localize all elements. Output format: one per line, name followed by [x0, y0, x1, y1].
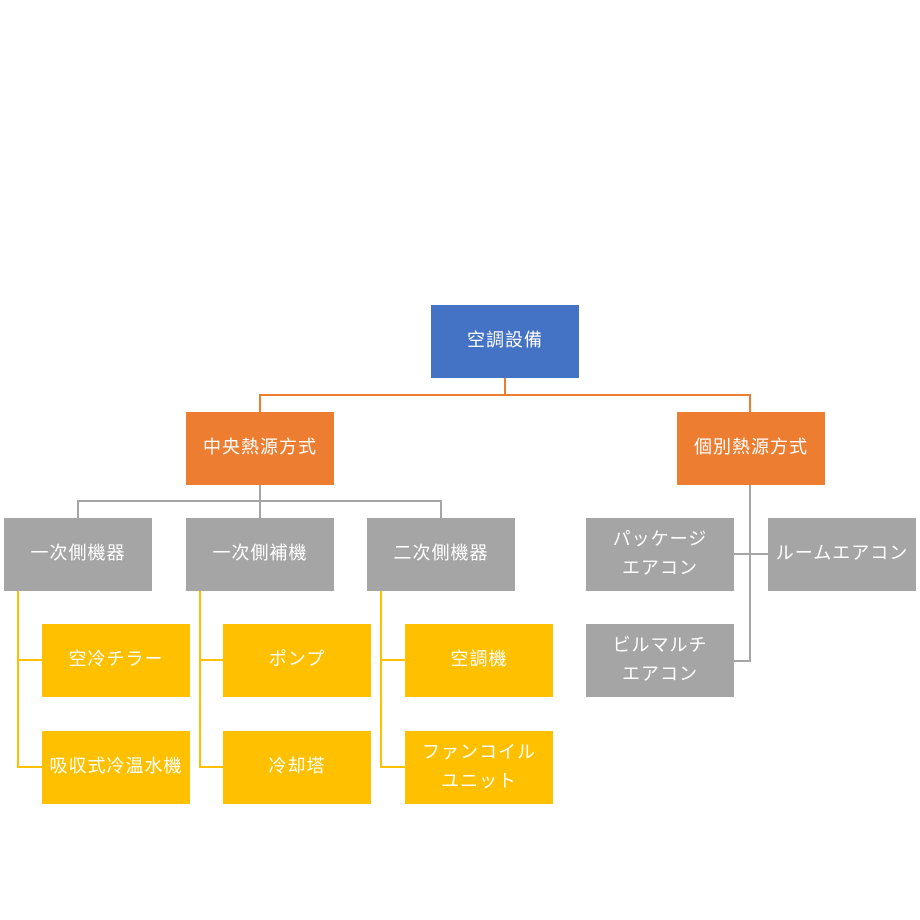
node-absorption-chiller: 吸収式冷温水機: [42, 731, 190, 804]
node-package-ac-label-line2: エアコン: [622, 557, 698, 579]
node-air-cooled-chiller: 空冷チラー: [42, 624, 190, 697]
node-multi-ac: ビルマルチ エアコン: [586, 624, 734, 697]
node-room-ac: ルームエアコン: [768, 518, 916, 591]
node-fan-coil-label-line1: ファンコイル: [422, 741, 536, 763]
connector-secondary-equipment-children: [380, 591, 405, 768]
node-primary-equipment-label: 一次側機器: [30, 543, 126, 565]
connector-primary-auxiliary-children: [199, 591, 223, 768]
node-primary-auxiliary: 一次側補機: [186, 518, 334, 591]
node-secondary-equipment-label: 二次側機器: [393, 543, 489, 565]
connector-central-to-secondary-equipment: [260, 500, 442, 518]
connector-primary-equipment-children: [17, 591, 42, 768]
node-air-cooled-chiller-label: 空冷チラー: [68, 649, 164, 671]
connector-central-to-primary-equipment: [77, 485, 261, 518]
node-central-label: 中央熱源方式: [203, 437, 317, 459]
node-air-handler-label: 空調機: [450, 649, 508, 671]
connector-root-to-individual: [505, 394, 751, 412]
node-root-label: 空調設備: [467, 330, 543, 352]
node-secondary-equipment: 二次側機器: [367, 518, 515, 591]
node-absorption-chiller-label: 吸収式冷温水機: [49, 756, 183, 778]
connector-root-to-central: [259, 378, 506, 412]
node-room-ac-label: ルームエアコン: [775, 543, 909, 565]
node-individual-label: 個別熱源方式: [694, 437, 808, 459]
node-multi-ac-label-line1: ビルマルチ: [612, 634, 708, 656]
node-package-ac: パッケージ エアコン: [586, 518, 734, 591]
node-cooling-tower: 冷却塔: [223, 731, 371, 804]
node-package-ac-label-line1: パッケージ: [612, 528, 708, 550]
node-central: 中央熱源方式: [186, 412, 334, 485]
node-primary-equipment: 一次側機器: [4, 518, 152, 591]
node-multi-ac-label-line2: エアコン: [622, 663, 698, 685]
node-pump-label: ポンプ: [268, 649, 326, 671]
node-fan-coil: ファンコイル ユニット: [405, 731, 553, 804]
connector-individual-trunk: [734, 485, 751, 662]
node-pump: ポンプ: [223, 624, 371, 697]
node-individual: 個別熱源方式: [677, 412, 825, 485]
node-root: 空調設備: [431, 305, 579, 378]
node-primary-auxiliary-label: 一次側補機: [212, 543, 308, 565]
node-cooling-tower-label: 冷却塔: [268, 756, 326, 778]
node-air-handler: 空調機: [405, 624, 553, 697]
node-fan-coil-label-line2: ユニット: [441, 770, 517, 792]
